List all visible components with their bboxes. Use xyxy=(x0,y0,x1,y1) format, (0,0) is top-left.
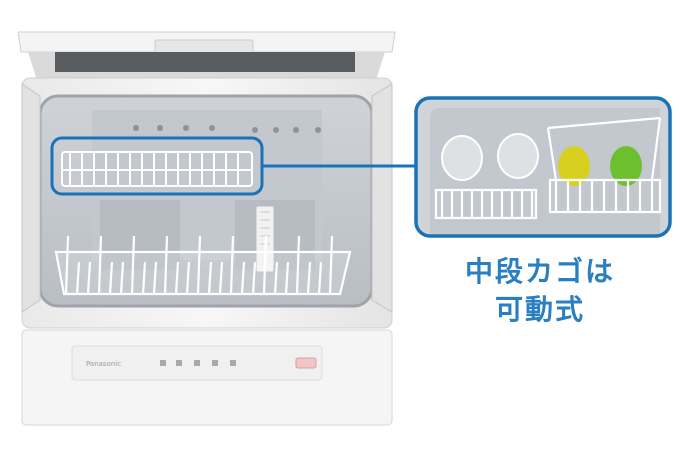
dishwasher-interior xyxy=(38,94,374,308)
panel-indicator-icon xyxy=(295,357,317,369)
middle-rack xyxy=(61,151,253,187)
callout-caption-line2: 可動式 xyxy=(494,293,585,326)
lower-rack xyxy=(54,235,352,296)
inset-closeup xyxy=(414,96,672,238)
side-panels xyxy=(21,83,393,313)
dishwasher-lid xyxy=(17,31,396,80)
colored-cups xyxy=(558,146,642,186)
control-panel: Panasonic xyxy=(71,345,323,381)
callout-caption-line1: 中段カゴは xyxy=(464,255,615,288)
brand-logo: Panasonic xyxy=(86,360,121,368)
glass-cups xyxy=(441,133,539,181)
